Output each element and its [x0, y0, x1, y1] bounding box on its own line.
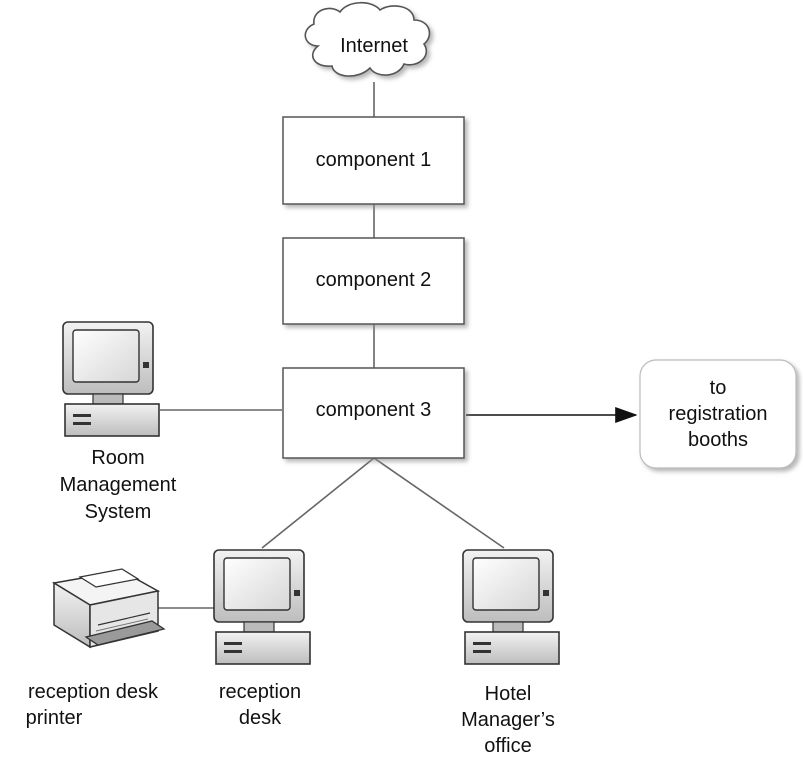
- connector-component3-reception: [261, 457, 375, 549]
- computer-icon-hotel-manager: [462, 549, 560, 665]
- component-3-label: component 3: [315, 399, 432, 421]
- hotel-manager-line-2: Manager’s: [461, 709, 555, 731]
- computer-icon-room-management: [62, 321, 160, 437]
- printer-line-2: printer: [25, 707, 83, 729]
- printer-icon: [51, 568, 166, 649]
- component-1-box: [282, 116, 465, 205]
- registration-booths-box: [639, 359, 797, 469]
- component-3-box: [282, 367, 465, 459]
- registration-booths-line-3: booths: [687, 429, 749, 451]
- registration-booths-line-2: registration: [668, 403, 768, 425]
- printer-line-1: reception desk: [27, 681, 159, 703]
- internet-cloud: [304, 1, 431, 77]
- reception-desk-line-1: reception: [218, 681, 302, 703]
- hotel-manager-line-1: Hotel: [484, 683, 532, 705]
- component-2-box: [282, 237, 465, 325]
- reception-desk-line-2: desk: [238, 707, 282, 729]
- connectors: [157, 82, 505, 609]
- component-2-label: component 2: [315, 269, 432, 291]
- computer-icon-reception-desk: [213, 549, 311, 665]
- room-management-line-3: System: [84, 501, 152, 523]
- room-management-line-2: Management: [59, 474, 177, 496]
- registration-booths-line-1: to: [709, 377, 727, 399]
- internet-label: Internet: [340, 35, 408, 57]
- room-management-line-1: Room: [91, 447, 145, 469]
- connector-component3-manager: [373, 457, 505, 549]
- component-1-label: component 1: [315, 149, 432, 171]
- hotel-manager-line-3: office: [484, 735, 532, 757]
